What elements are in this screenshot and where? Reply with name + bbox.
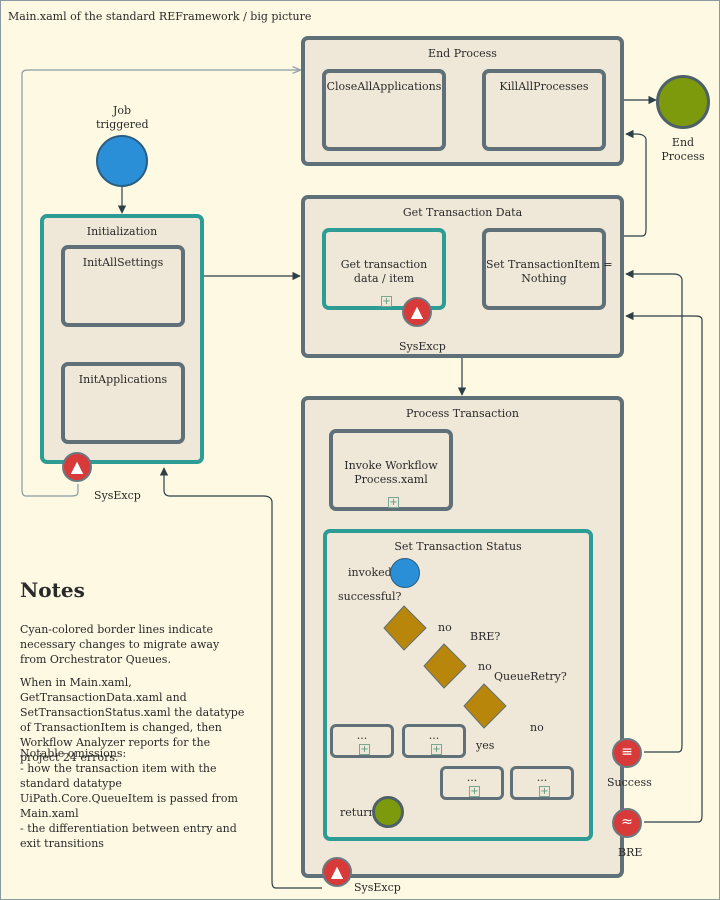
init-apps-label: InitApplications [78, 373, 168, 386]
arrow-init-sysexcp-to-endprocess [21, 70, 300, 497]
end-node[interactable] [656, 75, 710, 129]
no1-label: no [438, 621, 452, 634]
end-label-line2: Process [661, 150, 705, 163]
invoke-label: Invoke Workflow Process.xaml [333, 459, 449, 487]
arrow-pt-sysexcp-to-init [159, 467, 322, 889]
ellipsis-3: ... [466, 771, 478, 784]
notes-heading: Notes [20, 578, 85, 602]
status-action-3[interactable]: ... + [440, 766, 504, 800]
pt-title: Process Transaction [406, 407, 519, 420]
notes-p3-item2: - the differentiation between entry and … [20, 822, 237, 850]
successful-label: successful? [338, 590, 402, 603]
set-transaction-item-nothing[interactable]: Set TransactionItem = Nothing [482, 228, 613, 310]
ellipsis-1: ... [356, 729, 368, 742]
notes-p3-title: Notable omissions: [20, 747, 127, 760]
notes-p3: Notable omissions: - how the transaction… [20, 746, 252, 851]
invoked-label: invoked [348, 566, 392, 579]
success-label: Success [607, 776, 652, 789]
initialization-state[interactable]: Initialization InitAllSettings InitAppli… [40, 214, 204, 464]
kill-all-label: KillAllProcesses [499, 80, 589, 93]
close-all-applications[interactable]: CloseAllApplications [322, 69, 446, 151]
kill-all-processes[interactable]: KillAllProcesses [482, 69, 606, 151]
expand-icon[interactable]: + [388, 497, 399, 508]
expand-icon[interactable]: + [469, 786, 480, 797]
gti-label-line2: data / item [353, 272, 415, 285]
arrow-bre-to-gtd [625, 311, 703, 823]
start-label-line1: Job [112, 104, 132, 117]
end-process-title: End Process [428, 47, 497, 60]
start-label: Job triggered [96, 104, 149, 132]
gti-label: Get transaction data / item [326, 258, 442, 286]
init-applications[interactable]: InitApplications [61, 362, 185, 444]
notes-p1: Cyan-colored border lines indicate neces… [20, 623, 220, 666]
gtd-title: Get Transaction Data [402, 206, 523, 219]
gtd-sysexcp-label: SysExcp [399, 340, 446, 353]
expand-icon[interactable]: + [431, 744, 442, 755]
init-title: Initialization [86, 225, 158, 238]
init-sysexcp-icon[interactable]: ▲ [62, 452, 92, 482]
status-action-1[interactable]: ... + [330, 724, 394, 758]
invoke-label-line2: Process.xaml [354, 473, 428, 486]
return-label: return [340, 806, 376, 819]
get-transaction-item[interactable]: Get transaction data / item + [322, 228, 446, 310]
decision-queueretry [463, 683, 507, 729]
bre-question: BRE? [470, 630, 501, 643]
queueretry-question: QueueRetry? [494, 670, 567, 683]
return-node[interactable] [372, 796, 404, 828]
status-action-4[interactable]: ... + [510, 766, 574, 800]
set-ti-label-line2: Nothing [521, 272, 567, 285]
init-settings-label: InitAllSettings [82, 256, 164, 269]
bre-label: BRE [618, 846, 643, 859]
success-icon[interactable]: ≡ [612, 738, 642, 768]
set-ti-label: Set TransactionItem = Nothing [486, 258, 613, 286]
start-node[interactable] [96, 135, 148, 187]
init-all-settings[interactable]: InitAllSettings [61, 245, 185, 327]
notes-p3-item1: - how the transaction item with the stan… [20, 762, 238, 820]
yes-label: yes [476, 739, 495, 752]
init-sysexcp-label: SysExcp [94, 489, 141, 502]
decision-bre [423, 643, 467, 689]
bre-icon[interactable]: ≈ [612, 808, 642, 838]
no3-label: no [530, 721, 544, 734]
pt-sysexcp-label: SysExcp [354, 881, 401, 894]
sts-title: Set Transaction Status [394, 540, 522, 553]
pt-sysexcp-icon[interactable]: ▲ [322, 857, 352, 887]
gtd-sysexcp-icon[interactable]: ▲ [402, 297, 432, 327]
expand-icon[interactable]: + [381, 296, 392, 307]
arrow-set-to-endprocess [624, 129, 647, 237]
ellipsis-4: ... [536, 771, 548, 784]
decision-successful [383, 605, 427, 651]
invoke-label-line1: Invoke Workflow [344, 459, 438, 472]
end-label-line1: End [671, 136, 695, 149]
invoked-node[interactable] [390, 558, 420, 588]
no2-label: no [478, 660, 492, 673]
ellipsis-2: ... [428, 729, 440, 742]
invoke-workflow[interactable]: Invoke Workflow Process.xaml + [329, 429, 453, 511]
expand-icon[interactable]: + [359, 744, 370, 755]
gti-label-line1: Get transaction [340, 258, 428, 271]
get-transaction-data-state[interactable]: Get Transaction Data Get transaction dat… [301, 195, 624, 358]
set-ti-label-line1: Set TransactionItem = [486, 258, 613, 271]
start-label-line2: triggered [96, 118, 149, 131]
page-title: Main.xaml of the standard REFramework / … [8, 10, 312, 23]
status-action-2[interactable]: ... + [402, 724, 466, 758]
close-all-label: CloseAllApplications [326, 80, 442, 93]
end-label: End Process [656, 136, 710, 164]
expand-icon[interactable]: + [539, 786, 550, 797]
arrow-success-to-gtd [625, 269, 683, 753]
end-process-state[interactable]: End Process CloseAllApplications KillAll… [301, 36, 624, 166]
notes-p2: When in Main.xaml, GetTransactionData.xa… [20, 676, 245, 764]
